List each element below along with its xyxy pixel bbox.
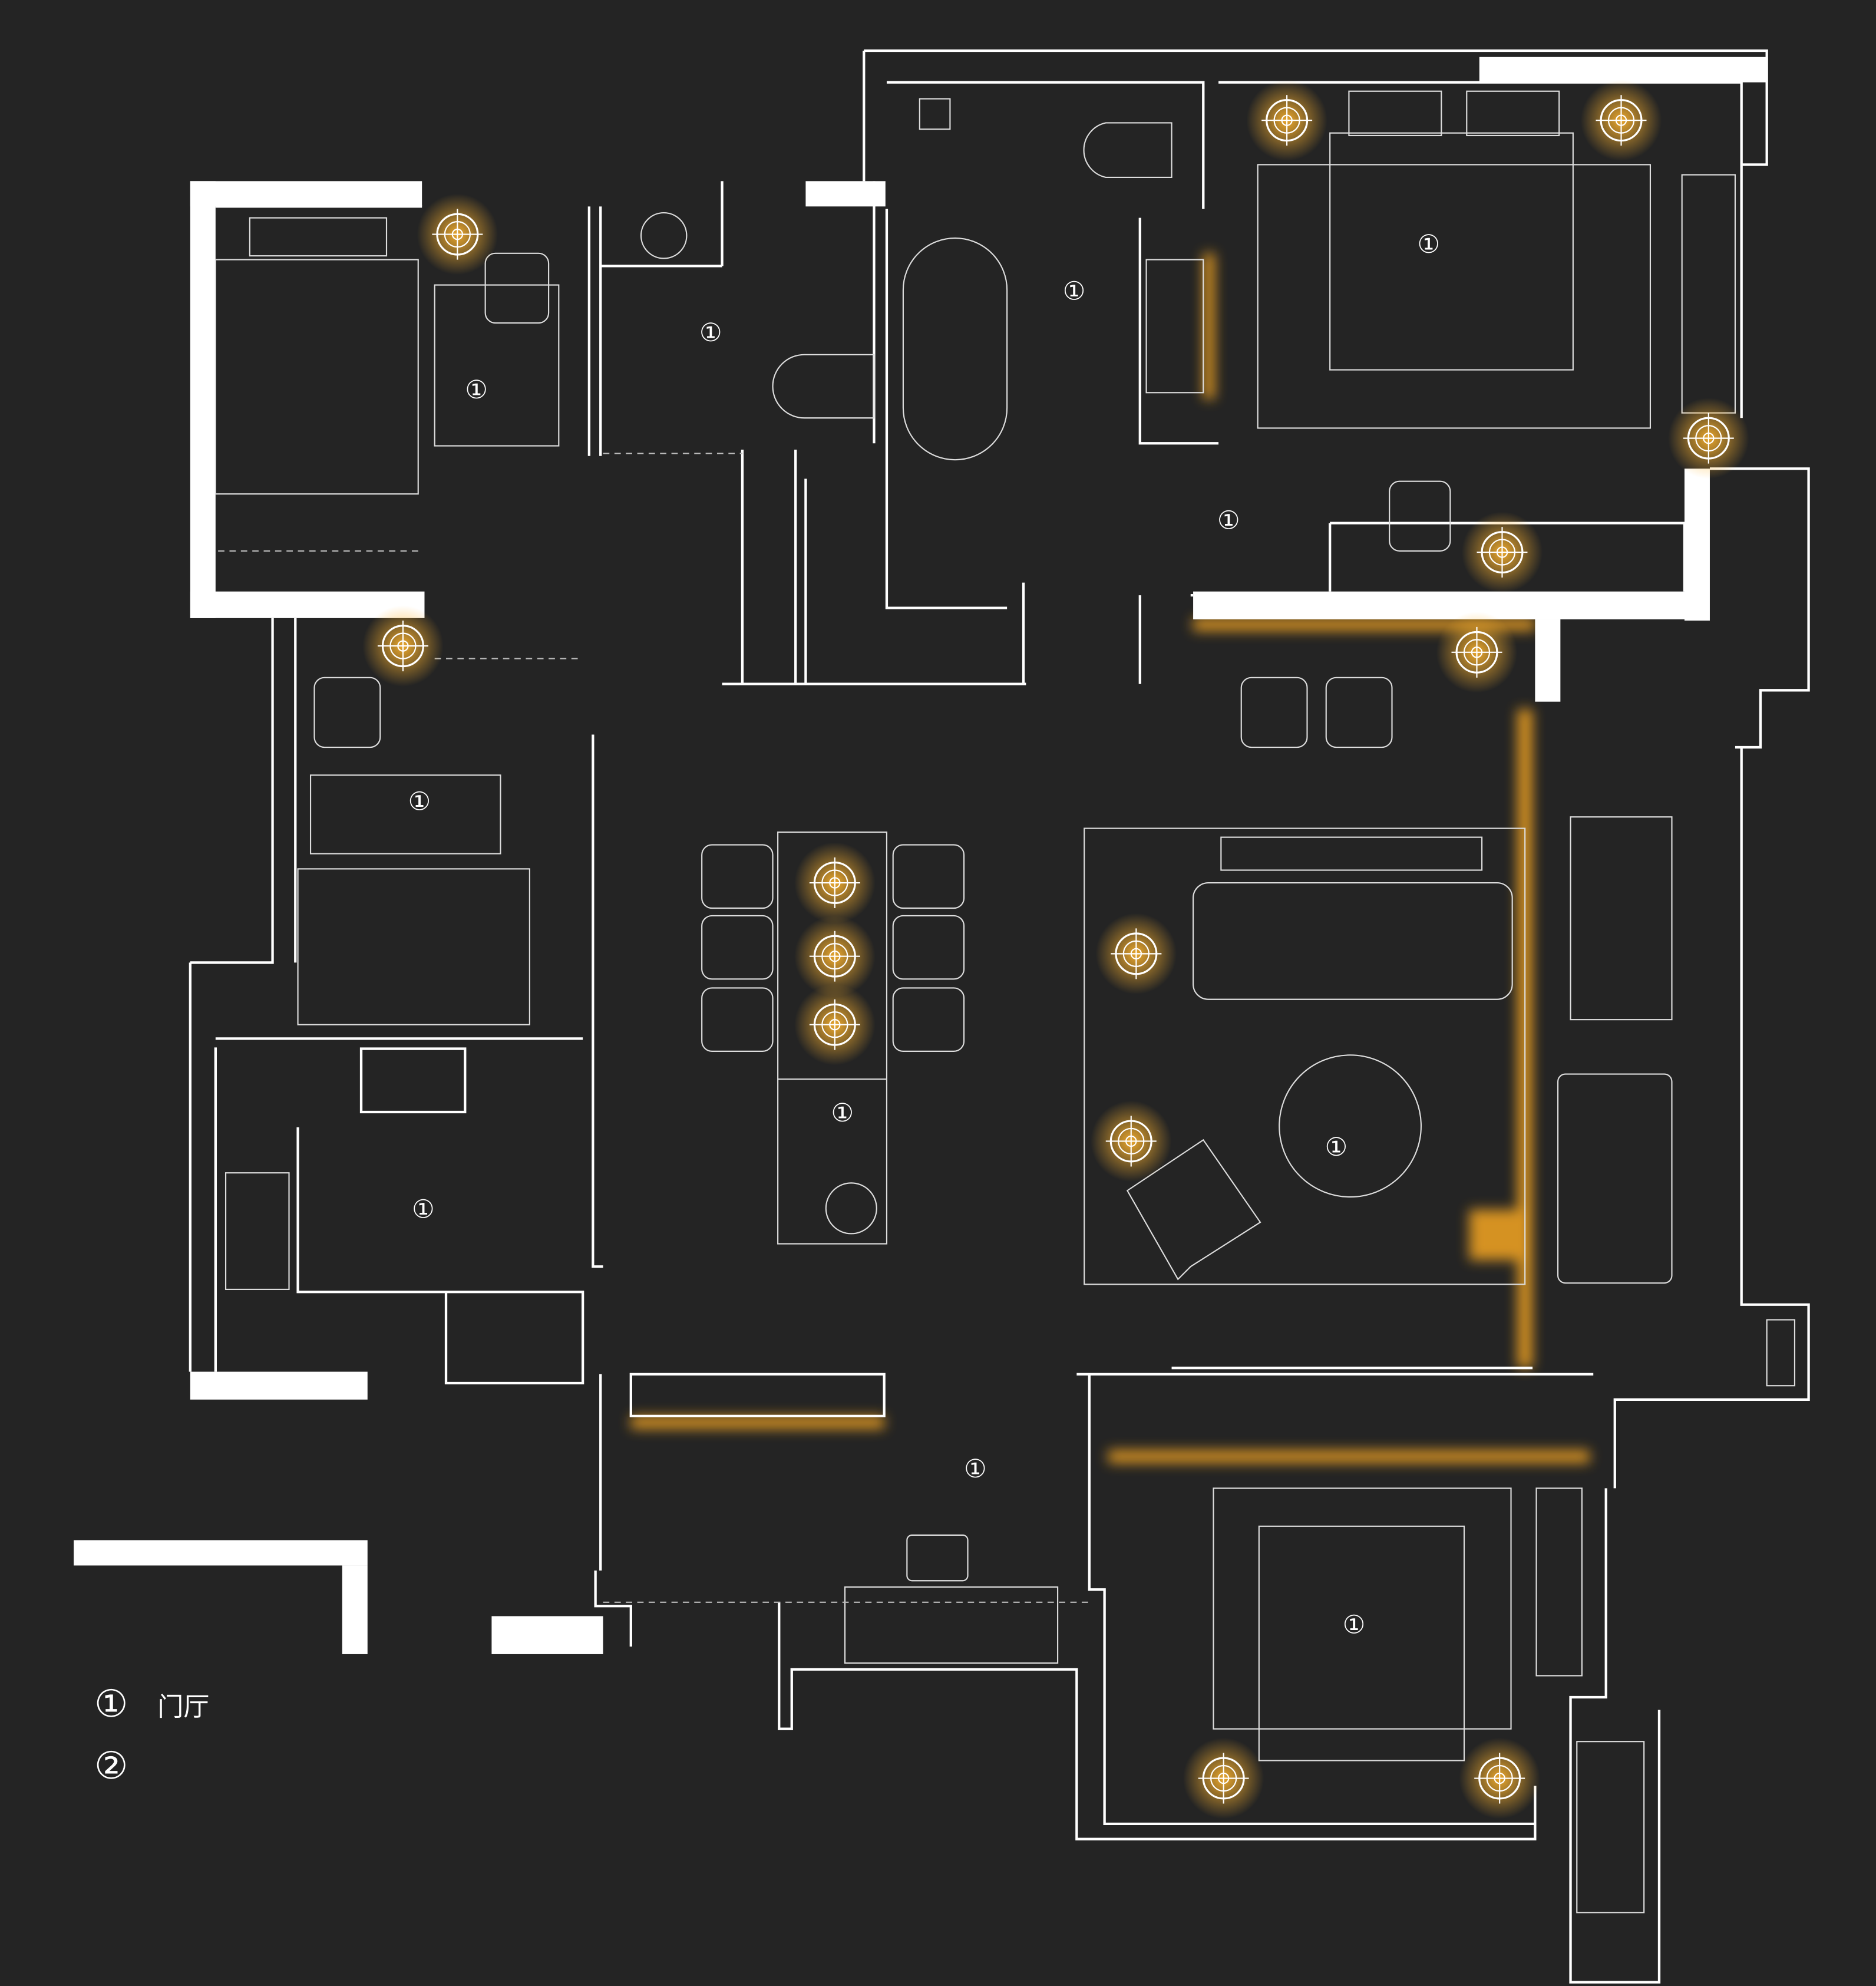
room-marker: ① bbox=[465, 375, 488, 405]
walls bbox=[74, 49, 1810, 1984]
furniture bbox=[214, 90, 1796, 1914]
room-marker: ① bbox=[1325, 1133, 1348, 1162]
room-marker: ① bbox=[1217, 506, 1240, 535]
downlight-icon bbox=[794, 984, 876, 1065]
dining-table bbox=[777, 831, 888, 1245]
downlight-icon bbox=[362, 605, 444, 687]
bathtub bbox=[902, 237, 1008, 461]
legend-marker: ① bbox=[94, 1683, 128, 1726]
bed-bedroom-2 bbox=[214, 259, 419, 495]
downlight-icon bbox=[1580, 80, 1662, 161]
downlight-icon bbox=[1459, 1737, 1540, 1819]
legend-marker: ② bbox=[94, 1744, 128, 1788]
downlight-icon bbox=[1246, 80, 1327, 161]
downlight-icon bbox=[1668, 397, 1749, 479]
downlight-icon bbox=[794, 915, 876, 997]
downlight-icon bbox=[1095, 913, 1177, 995]
bed-master bbox=[1329, 132, 1574, 371]
downlight-icon bbox=[1183, 1737, 1264, 1819]
room-marker: ① bbox=[699, 318, 722, 348]
bed-bedroom-3 bbox=[1258, 1525, 1465, 1761]
room-marker: ① bbox=[1343, 1610, 1366, 1639]
coffee-table bbox=[1279, 1054, 1422, 1198]
piano bbox=[844, 1586, 1059, 1664]
ceiling-lights bbox=[362, 80, 1749, 1819]
downlight-icon bbox=[417, 193, 498, 275]
room-markers: ① ① ① ① ① ① ① ① ① ① ① bbox=[408, 230, 1440, 1640]
room-marker: ① bbox=[412, 1195, 435, 1225]
downlight-icon bbox=[1436, 612, 1518, 693]
legend-item-1: ① 门厅 bbox=[94, 1683, 209, 1726]
room-marker: ① bbox=[1063, 276, 1086, 306]
room-marker: ① bbox=[1418, 230, 1441, 259]
led-strips bbox=[630, 253, 1590, 1463]
downlight-icon bbox=[1090, 1100, 1172, 1182]
sofa bbox=[1192, 882, 1513, 1000]
legend-label: 门厅 bbox=[157, 1692, 210, 1722]
room-marker: ① bbox=[408, 787, 431, 816]
room-marker: ① bbox=[831, 1098, 854, 1128]
room-marker: ① bbox=[964, 1454, 987, 1484]
downlight-icon bbox=[794, 842, 876, 923]
legend-item-2: ② bbox=[94, 1744, 157, 1788]
downlight-icon bbox=[1461, 512, 1543, 593]
